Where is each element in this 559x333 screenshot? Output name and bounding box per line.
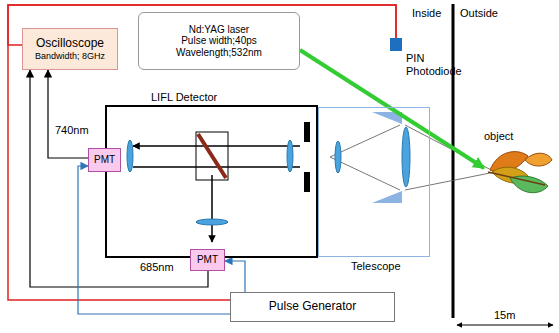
node-title: LIFL Detector bbox=[151, 91, 217, 104]
wall-line bbox=[452, 4, 455, 318]
connector bbox=[8, 5, 396, 300]
leaf-illustration bbox=[488, 152, 552, 193]
pmt-box: PMT bbox=[190, 249, 225, 271]
detector-optics bbox=[127, 122, 310, 242]
node-title: Nd:YAG laser bbox=[189, 24, 249, 36]
wavelength-label: 740nm bbox=[55, 124, 89, 136]
region-label: Inside bbox=[412, 7, 441, 19]
node-title: PIN Photodiode bbox=[406, 52, 468, 77]
distance-label: 15m bbox=[494, 309, 515, 321]
oscilloscope-box: OscilloscopeBandwidth; 8GHz bbox=[22, 28, 118, 70]
node-title: PMT bbox=[197, 254, 218, 266]
laser-box: Nd:YAG laserPulse width;40psWavelength;5… bbox=[138, 12, 300, 70]
detector-box: LIFL DetectorPMTPMT bbox=[105, 105, 318, 258]
photodiode: PIN Photodiode bbox=[390, 38, 402, 51]
node-title: Telescope bbox=[351, 260, 401, 273]
connector bbox=[78, 166, 230, 314]
node-title: PMT bbox=[94, 154, 115, 166]
object-node: object bbox=[484, 148, 552, 196]
connector bbox=[48, 70, 88, 158]
node-title: Oscilloscope bbox=[36, 37, 104, 51]
telescope-box: Telescope bbox=[318, 107, 430, 257]
pmt-box: PMT bbox=[88, 148, 121, 172]
node-detail: Bandwidth; 8GHz bbox=[35, 51, 105, 61]
node-detail: Wavelength;532nm bbox=[176, 47, 262, 59]
distance-arrow bbox=[457, 325, 553, 326]
connector bbox=[225, 261, 245, 292]
connector bbox=[300, 50, 484, 168]
pulse-generator-box: Pulse Generator bbox=[230, 292, 395, 322]
node-title: Pulse Generator bbox=[269, 300, 356, 314]
region-label: Outside bbox=[460, 7, 498, 19]
node-detail: Pulse width;40ps bbox=[181, 35, 257, 47]
wavelength-label: 685nm bbox=[140, 261, 174, 273]
node-title: object bbox=[484, 130, 513, 143]
